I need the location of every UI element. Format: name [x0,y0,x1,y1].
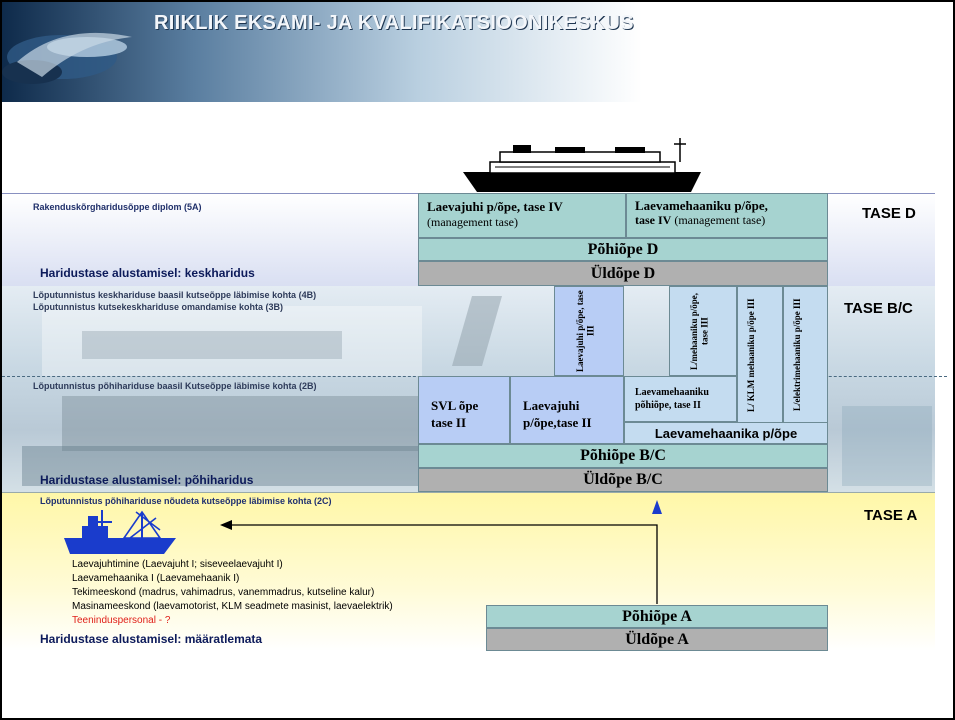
mehaanika-pope-box: Laevamehaanika p/õpe [624,422,828,444]
base-education-d: Haridustase alustamisel: keskharidus [40,266,255,280]
base-education-a: Haridustase alustamisel: määratlemata [40,632,263,646]
mehaaniku-tase-iii-label: L/mehaaniku p/õpe, tase III [689,292,710,370]
pohiope-d-label: Põhiõpe D [587,240,659,258]
pohiope-d-box: Põhiõpe D [418,238,828,261]
ship-photo-background [22,296,932,486]
level-a-label: TASE A [864,507,918,524]
cert-2c-label: Lõputunnistus põhihariduse nõudeta kutse… [40,496,332,506]
progression-arrow [220,500,662,604]
occupation-item-3: Tekimeeskond (madrus, vahimadrus, vanemm… [72,587,375,598]
pohiope-a-box: Põhiõpe A [486,605,828,628]
mehaaniku-tase-iv-sub: (management tase) [674,213,766,227]
mehaaniku-tase-iv-title: Laevamehaaniku p/õpe, [635,198,768,213]
cert-2b-label: Lõputunnistus põhihariduse baasil Kutseõ… [33,381,317,391]
level-d-label: TASE D [862,205,916,222]
pohiope-bc-label: Põhiõpe B/C [580,447,666,464]
diploma-label: Rakenduskõrgharidusõppe diplom (5A) [33,202,202,212]
klm-tase-iii-box: L/ KLM mehaaniku p/õpe III [737,286,783,424]
header-title: RIIKLIK EKSAMI- JA KVALIFIKATSIOONIKESKU… [154,12,634,34]
laevajuhi-tase-iv-title: Laevajuhi p/õpe, tase IV [427,199,563,214]
fishing-boat-icon [64,510,176,554]
laevajuhi2-line1: Laevajuhi [523,398,580,413]
yldope-d-label: Üldõpe D [590,264,656,282]
yldope-bc-label: Üldõpe B/C [583,471,663,488]
yldope-d-box: Üldõpe D [418,261,828,286]
yldope-a-box: Üldõpe A [486,628,828,651]
yldope-a-label: Üldõpe A [625,630,689,648]
svl-line1: SVL õpe [431,398,479,413]
cruise-ship-icon [463,138,701,192]
pohiope-a-label: Põhiõpe A [622,607,692,625]
occupation-item-red: Teeninduspersonal - ? [72,615,171,626]
mehaaniku-tase-iv-box: Laevamehaaniku p/õpe, tase IV (managemen… [626,193,828,238]
cert-4b-label: Lõputunnistus keskhariduse baasil kutseõ… [33,290,317,300]
header-banner: RIIKLIK EKSAMI- JA KVALIFIKATSIOONIKESKU… [2,2,642,102]
occupation-item-2: Laevamehaanika I (Laevamehaanik I) [72,573,240,584]
mehaaniku-tase-iv-line2: tase IV [635,213,672,227]
laevajuhi2-line2: p/õpe,tase II [523,415,592,430]
elektri-tase-iii-label: L/elektrimehaaniku p/õpe III [791,298,802,412]
laevajuhi-tase-iv-sub: (management tase) [427,215,518,229]
laevajuhi-tase-iii-label: Laevajuhi p/õpe, tase III [575,290,596,372]
klm-tase-iii-label: L/ KLM mehaaniku p/õpe III [746,298,756,412]
base-education-bc: Haridustase alustamisel: põhiharidus [40,473,254,487]
svl-tase-ii-box: SVL õpe tase II [418,376,510,444]
laevajuhi-tase-iii-box: Laevajuhi p/õpe, tase III [554,286,624,376]
elektri-tase-iii-box: L/elektrimehaaniku p/õpe III [783,286,828,424]
pohiope-bc-box: Põhiõpe B/C [418,444,828,468]
occupation-item-1: Laevajuhtimine (Laevajuht I; siseveelaev… [72,559,283,570]
occupation-list: Laevajuhtimine (Laevajuht I; siseveelaev… [72,558,393,628]
occupation-item-4: Masinameeskond (laevamotorist, KLM seadm… [72,601,393,612]
laevajuhi-tase-ii-box: Laevajuhi p/õpe,tase II [510,376,624,444]
yldope-bc-box: Üldõpe B/C [418,468,828,492]
svl-line2: tase II [431,415,467,430]
mehaaniku2-line2: põhiõpe, tase II [635,400,701,411]
laevajuhi-tase-iv-box: Laevajuhi p/õpe, tase IV (management tas… [418,193,626,238]
mehaaniku-tase-iii-box: L/mehaaniku p/õpe, tase III [669,286,737,376]
mehaaniku2-line1: Laevamehaaniku [635,387,709,398]
mehaanika-pope-label: Laevamehaanika p/õpe [654,425,798,441]
level-bc-label: TASE B/C [844,300,913,317]
cert-3b-label: Lõputunnistus kutsekeskhariduse omandami… [33,302,284,312]
mehaaniku-tase-ii-box: Laevamehaaniku põhiõpe, tase II [624,376,737,422]
logo-graphic-icon [2,32,132,84]
